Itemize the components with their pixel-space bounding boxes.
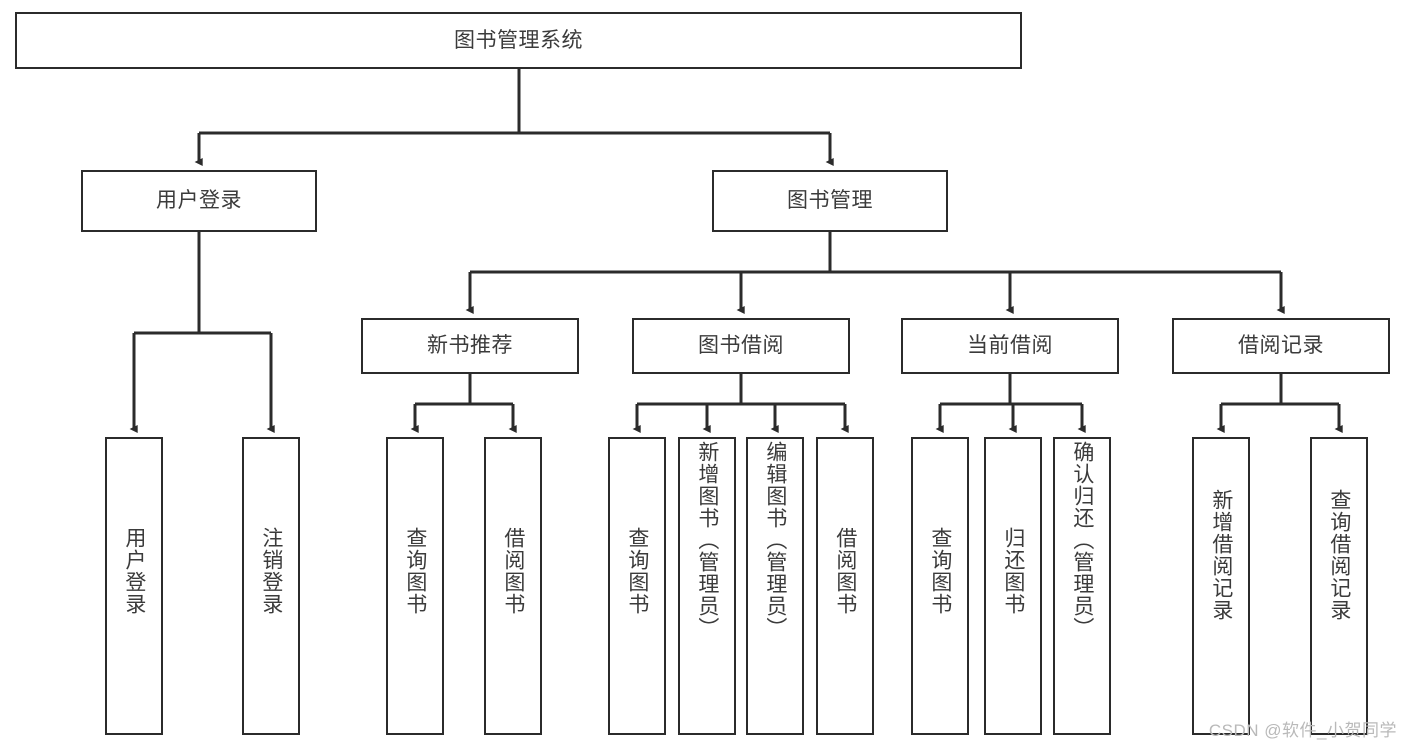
node-user-login[interactable]: 用户登录 (81, 170, 317, 232)
node-leaf-borrow-book-2[interactable]: 借阅图书 (816, 437, 874, 735)
node-leaf-add-book-label: 新增图书（管理员） (695, 441, 719, 639)
node-leaf-add-record-label: 新增借阅记录 (1209, 489, 1233, 621)
node-user-login-label: 用户登录 (156, 189, 242, 213)
node-leaf-logout[interactable]: 注销登录 (242, 437, 300, 735)
node-borrow-record-label: 借阅记录 (1238, 334, 1324, 358)
node-leaf-add-book[interactable]: 新增图书（管理员） (678, 437, 736, 735)
node-leaf-logout-label: 注销登录 (259, 527, 283, 615)
node-leaf-edit-book[interactable]: 编辑图书（管理员） (746, 437, 804, 735)
node-leaf-edit-book-label: 编辑图书（管理员） (763, 441, 787, 639)
node-leaf-return-book-label: 归还图书 (1001, 527, 1025, 615)
node-new-book-rec[interactable]: 新书推荐 (361, 318, 579, 374)
node-book-manage-label: 图书管理 (787, 189, 873, 213)
node-leaf-query-record-label: 查询借阅记录 (1327, 489, 1351, 621)
node-leaf-query-book-2[interactable]: 查询图书 (608, 437, 666, 735)
node-leaf-borrow-book-1[interactable]: 借阅图书 (484, 437, 542, 735)
node-leaf-query-book-2-label: 查询图书 (625, 527, 649, 615)
node-leaf-add-record[interactable]: 新增借阅记录 (1192, 437, 1250, 735)
node-leaf-query-record[interactable]: 查询借阅记录 (1310, 437, 1368, 735)
node-book-borrow[interactable]: 图书借阅 (632, 318, 850, 374)
node-new-book-rec-label: 新书推荐 (427, 334, 513, 358)
node-current-borrow-label: 当前借阅 (967, 334, 1053, 358)
node-leaf-query-book-3[interactable]: 查询图书 (911, 437, 969, 735)
node-leaf-return-book[interactable]: 归还图书 (984, 437, 1042, 735)
node-book-manage[interactable]: 图书管理 (712, 170, 948, 232)
node-current-borrow[interactable]: 当前借阅 (901, 318, 1119, 374)
node-leaf-borrow-book-1-label: 借阅图书 (501, 527, 525, 615)
node-leaf-query-book-3-label: 查询图书 (928, 527, 952, 615)
node-borrow-record[interactable]: 借阅记录 (1172, 318, 1390, 374)
node-leaf-confirm-return-label: 确认归还（管理员） (1070, 441, 1094, 639)
node-leaf-query-book-1[interactable]: 查询图书 (386, 437, 444, 735)
node-leaf-user-login[interactable]: 用户登录 (105, 437, 163, 735)
node-root[interactable]: 图书管理系统 (15, 12, 1022, 69)
node-leaf-user-login-label: 用户登录 (122, 527, 146, 615)
node-leaf-confirm-return[interactable]: 确认归还（管理员） (1053, 437, 1111, 735)
node-leaf-query-book-1-label: 查询图书 (403, 527, 427, 615)
node-book-borrow-label: 图书借阅 (698, 334, 784, 358)
node-root-label: 图书管理系统 (454, 28, 583, 52)
node-leaf-borrow-book-2-label: 借阅图书 (833, 527, 857, 615)
watermark: CSDN @软件_小贺同学 (1208, 721, 1397, 740)
